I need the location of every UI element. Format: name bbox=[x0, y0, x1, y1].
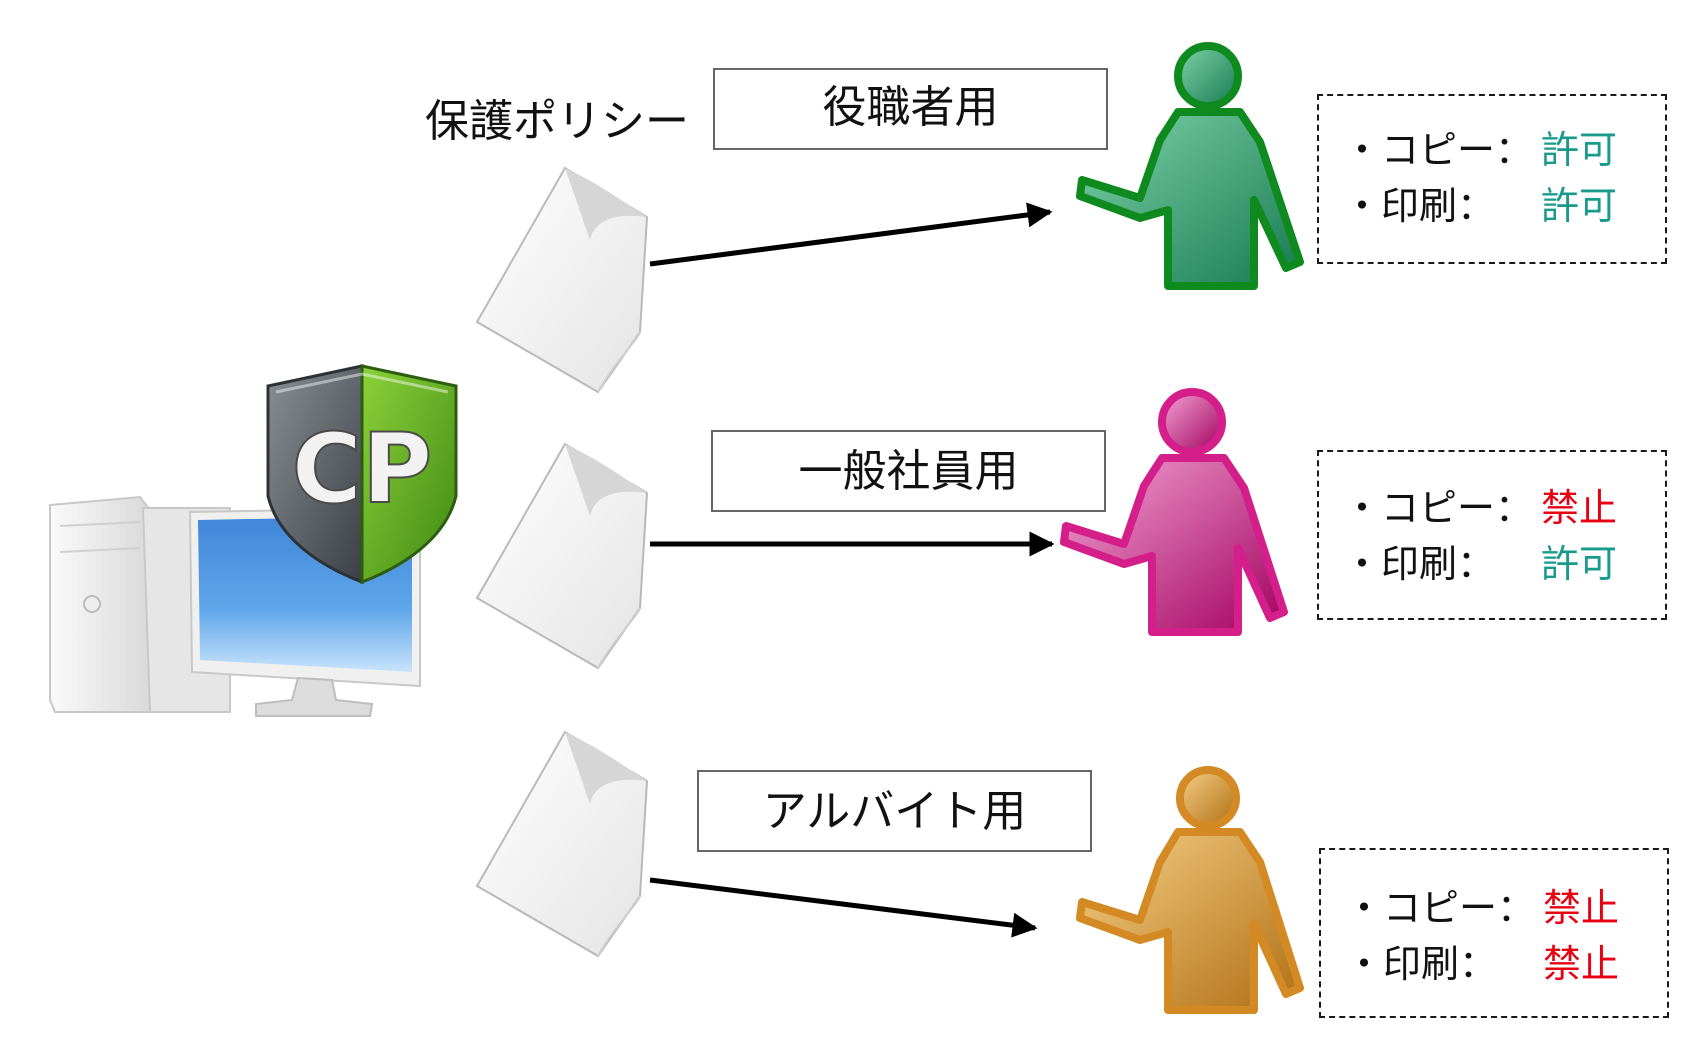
person-icon-magenta bbox=[1060, 388, 1288, 636]
role-label-employee: 一般社員用 bbox=[798, 446, 1019, 497]
permission-status: 禁止 bbox=[1543, 942, 1620, 986]
role-box-executive: 役職者用 bbox=[713, 68, 1108, 150]
person-icon-orange bbox=[1076, 766, 1304, 1014]
person-icon-green bbox=[1076, 42, 1304, 290]
permission-name: ・印刷： bbox=[1343, 184, 1496, 228]
role-box-parttime: アルバイト用 bbox=[697, 770, 1092, 852]
permission-box-employee: ・コピー： 禁止 ・印刷： 許可 bbox=[1317, 450, 1667, 620]
permission-name: ・コピー： bbox=[1345, 886, 1536, 930]
permission-status: 許可 bbox=[1541, 542, 1618, 586]
permission-status: 禁止 bbox=[1541, 486, 1618, 530]
permission-name: ・印刷： bbox=[1345, 942, 1498, 986]
document-icon-3 bbox=[475, 730, 649, 958]
permission-status: 許可 bbox=[1541, 184, 1618, 228]
permission-status: 許可 bbox=[1541, 128, 1618, 172]
role-label-executive: 役職者用 bbox=[822, 82, 999, 133]
document-icon-2 bbox=[475, 442, 649, 670]
permission-status: 禁止 bbox=[1543, 886, 1620, 930]
role-label-parttime: アルバイト用 bbox=[762, 786, 1027, 837]
arrow-executive bbox=[649, 202, 1053, 267]
permission-box-executive: ・コピー： 許可 ・印刷： 許可 bbox=[1317, 94, 1667, 264]
document-icon-1 bbox=[475, 166, 649, 394]
permission-name: ・コピー： bbox=[1343, 486, 1534, 530]
policy-label: 保護ポリシー bbox=[425, 96, 689, 147]
arrow-parttime bbox=[649, 877, 1038, 938]
permission-name: ・印刷： bbox=[1343, 542, 1496, 586]
cp-shield-logo: CP bbox=[266, 364, 458, 585]
permission-name: ・コピー： bbox=[1343, 128, 1534, 172]
logo-text: CP bbox=[292, 413, 433, 525]
permission-box-parttime: ・コピー： 禁止 ・印刷： 禁止 bbox=[1319, 848, 1669, 1018]
role-box-employee: 一般社員用 bbox=[711, 430, 1106, 512]
